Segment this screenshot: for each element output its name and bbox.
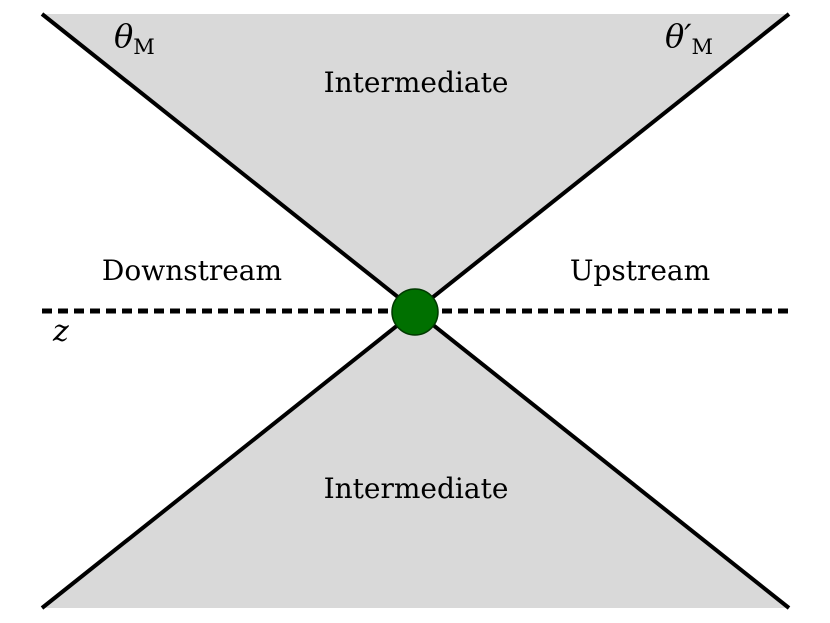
theta-prime-m-symbol: θ′	[665, 17, 692, 55]
theta-prime-m-label: θ′M	[665, 17, 713, 59]
left-region-label: Downstream	[102, 254, 282, 287]
bottom-intermediate-region	[42, 312, 789, 608]
right-region-label: Upstream	[570, 254, 710, 287]
theta-m-subscript: M	[133, 35, 155, 59]
center-point	[391, 288, 439, 336]
bottom-region-label: Intermediate	[324, 472, 509, 505]
top-region-label: Intermediate	[324, 66, 509, 99]
theta-m-symbol: θ	[114, 17, 133, 55]
theta-prime-m-subscript: M	[692, 35, 714, 59]
theta-m-label: θM	[114, 17, 155, 59]
z-axis-label: z	[52, 314, 69, 349]
top-intermediate-region	[42, 14, 789, 312]
